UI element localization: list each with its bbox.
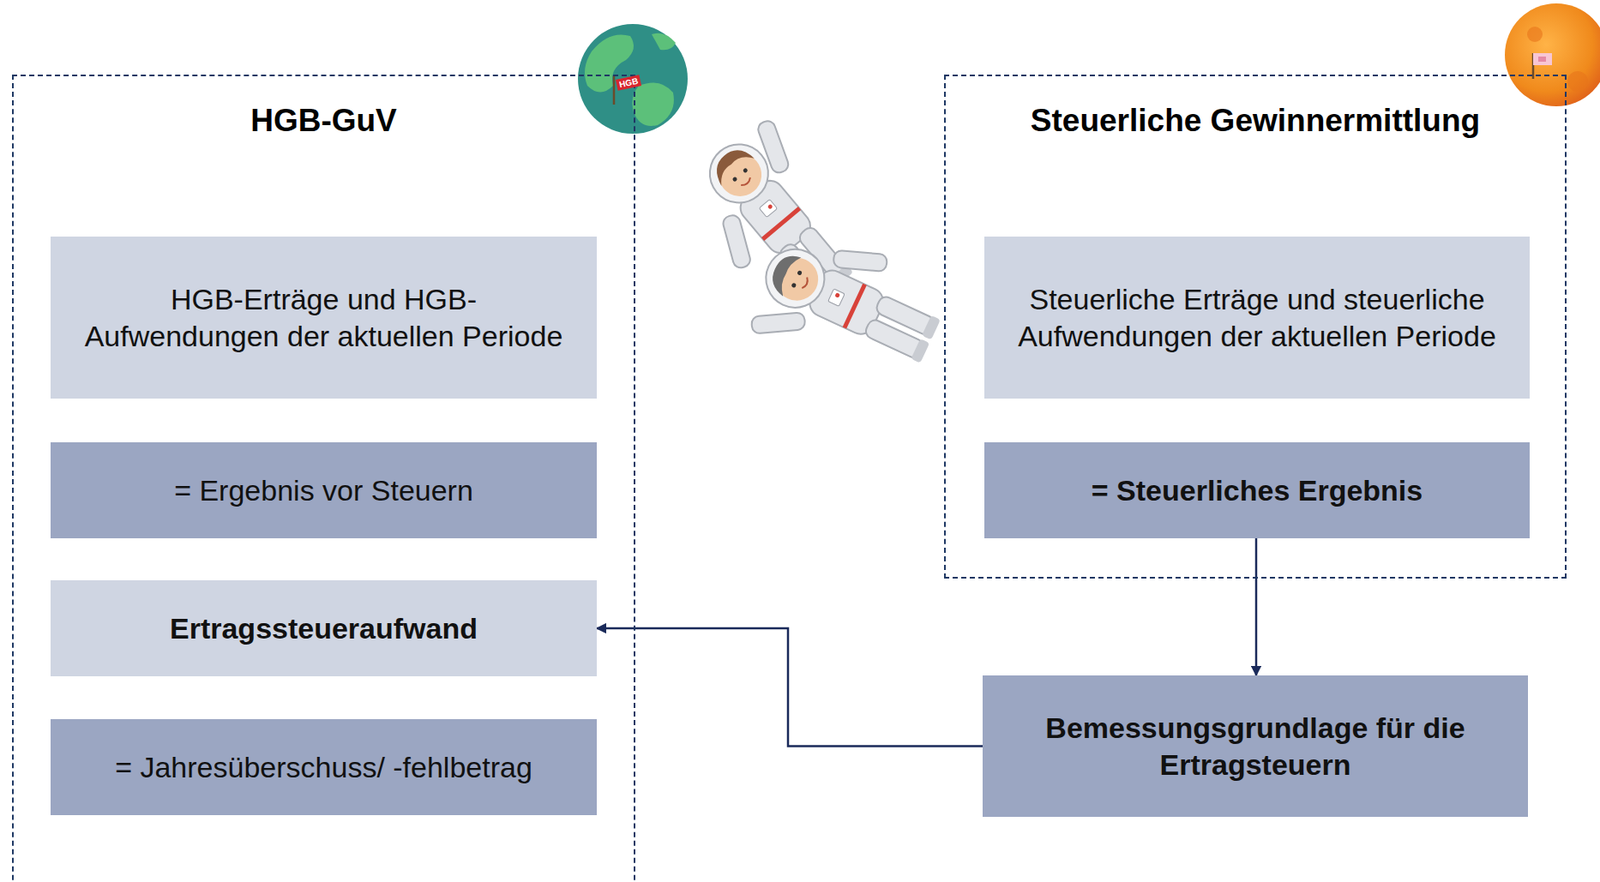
- hgb-region: HGB-GuV HGB-Erträge und HGB- Aufwendungen…: [12, 74, 636, 882]
- box-text: Ertragssteueraufwand: [169, 610, 478, 648]
- flag-label: HGB: [615, 74, 642, 91]
- result-box: Bemessungsgrundlage für die Ertragsteuer…: [982, 675, 1528, 818]
- process-box: Ertragssteueraufwand: [50, 580, 597, 677]
- box-text: = Jahresüberschuss/ -fehlbetrag: [114, 749, 533, 787]
- arrow-connector: [596, 628, 983, 747]
- region-title: HGB-GuV: [13, 102, 634, 140]
- process-box: HGB-Erträge und HGB- Aufwendungen der ak…: [50, 236, 597, 399]
- result-box: = Ergebnis vor Steuern: [50, 442, 597, 539]
- tax-region: Steuerliche GewinnermittlungSteuerliche …: [944, 74, 1567, 579]
- earth-planet: [577, 24, 688, 134]
- result-box: = Steuerliches Ergebnis: [984, 442, 1530, 539]
- box-text: Steuerliche Erträge und steuerliche Aufw…: [1004, 281, 1510, 355]
- arrow-connector: [1255, 538, 1258, 676]
- region-title: Steuerliche Gewinnermittlung: [945, 102, 1565, 140]
- box-text: = Steuerliches Ergebnis: [1091, 472, 1423, 510]
- process-box: Steuerliche Erträge und steuerliche Aufw…: [984, 236, 1530, 399]
- result-box: = Jahresüberschuss/ -fehlbetrag: [50, 719, 597, 816]
- orange-planet: [1504, 3, 1600, 107]
- box-text: Bemessungsgrundlage für die Ertragsteuer…: [1003, 709, 1508, 783]
- box-text: HGB-Erträge und HGB- Aufwendungen der ak…: [71, 281, 577, 355]
- box-text: = Ergebnis vor Steuern: [174, 472, 474, 510]
- astronaut-figure: [739, 210, 957, 404]
